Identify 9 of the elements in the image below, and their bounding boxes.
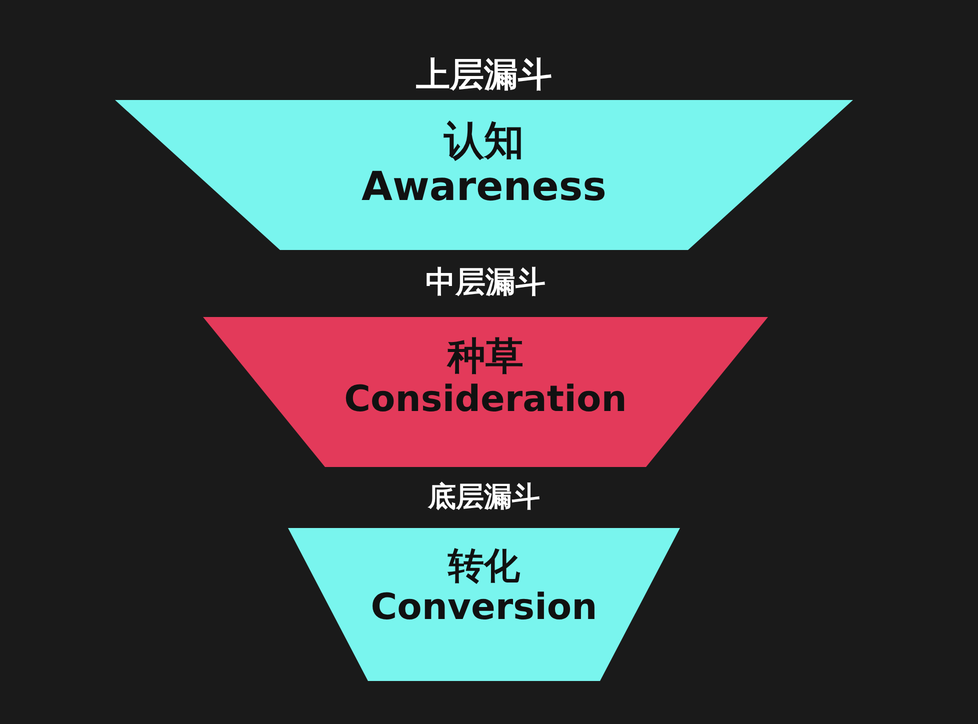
- stage-name: 转化: [448, 546, 520, 588]
- stage-name: 认知: [444, 118, 524, 164]
- stage-subtitle: Conversion: [370, 587, 598, 629]
- stage-subtitle: Consideration: [344, 378, 627, 420]
- stage-heading: 底层漏斗: [428, 479, 540, 515]
- stage-heading: 上层漏斗: [416, 54, 552, 97]
- stage-subtitle: Awareness: [362, 164, 606, 210]
- stage-name: 种草: [448, 335, 524, 379]
- stage-heading: 中层漏斗: [426, 264, 546, 302]
